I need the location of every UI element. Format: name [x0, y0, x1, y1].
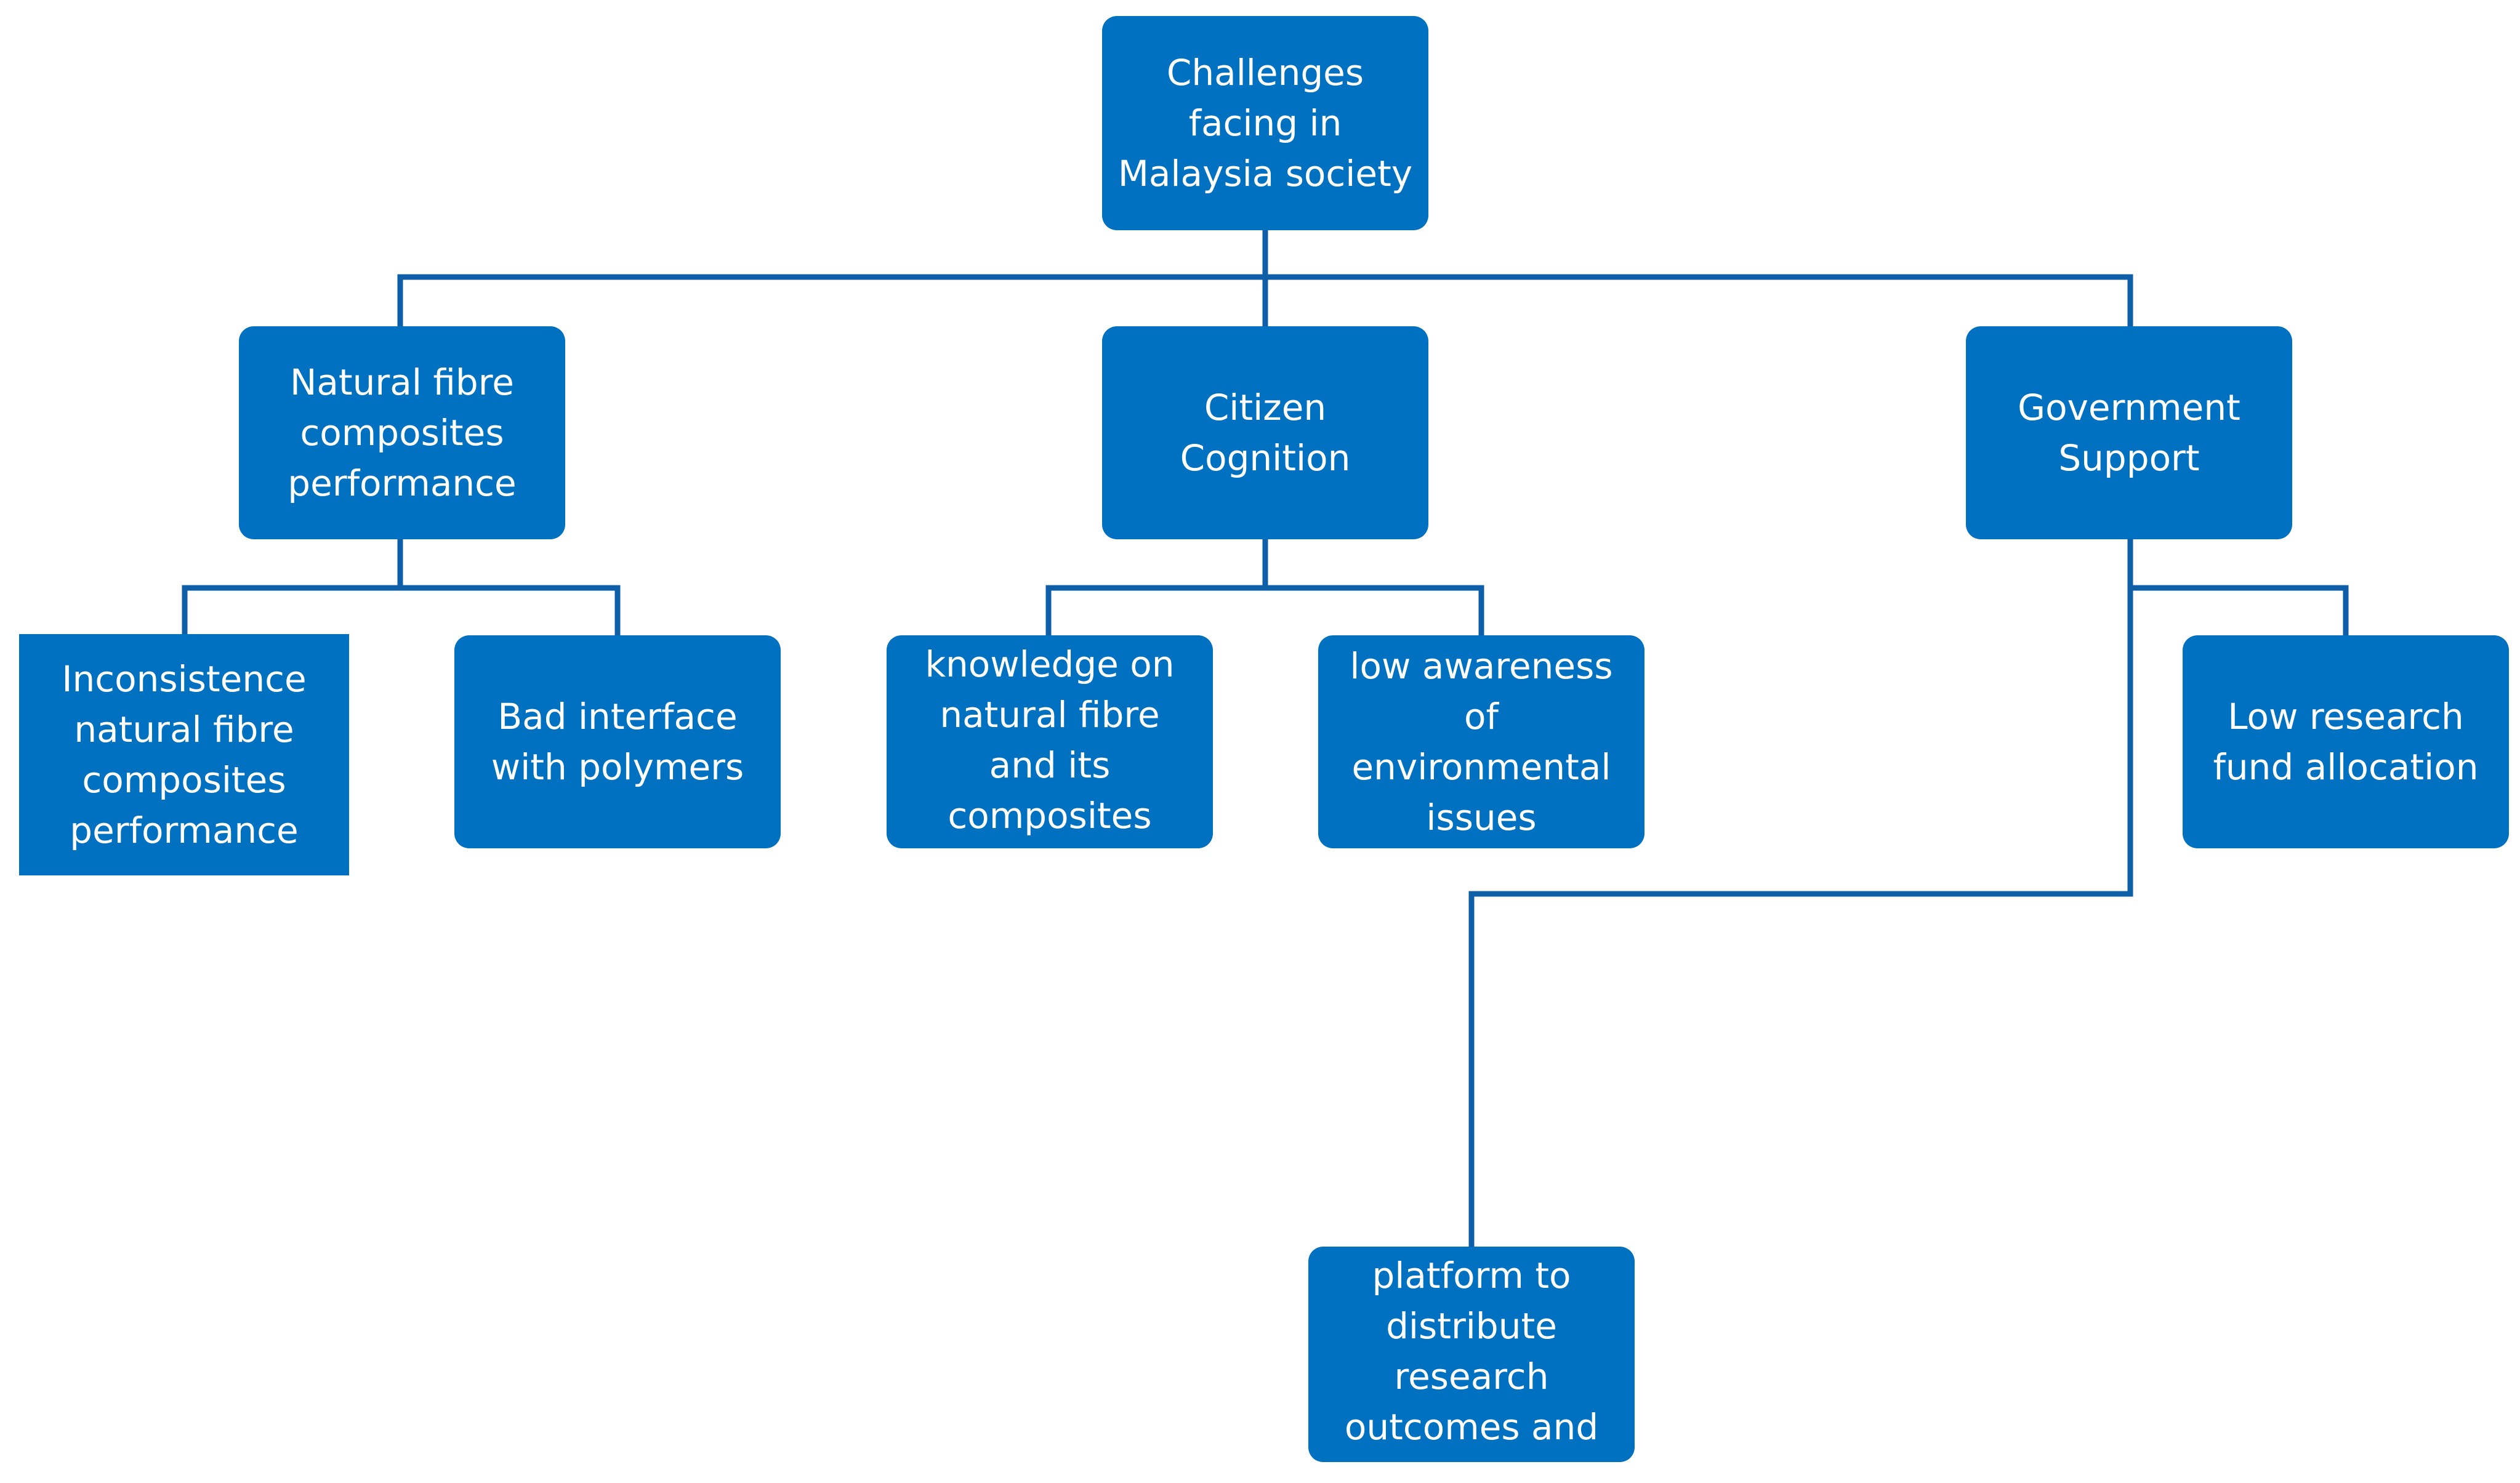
node-low-research-fund-label: Low research fund allocation [2213, 696, 2479, 788]
node-low-research-fund: Low research fund allocation [2183, 635, 2509, 848]
node-citizen-cognition-label: Citizen Cognition [1180, 387, 1351, 479]
node-government-support: Government Support [1966, 326, 2292, 539]
node-inconsistence-performance: Inconsistence natural fibre composites p… [19, 634, 349, 875]
node-government-support-label: Government Support [2018, 387, 2240, 479]
node-natural-fibre-performance: Natural fibre composites performance [239, 326, 565, 539]
connector-to-platform [1468, 891, 2133, 1250]
node-natural-fibre-performance-label: Natural fibre composites performance [288, 361, 517, 504]
node-knowledge: knowledge on natural fibre and its compo… [887, 635, 1213, 848]
node-platform-research-outcomes-label: platform to distribute research outcomes… [1344, 1255, 1599, 1448]
node-bad-interface: Bad interface with polymers [454, 635, 781, 848]
node-root: Challenges facing in Malaysia society [1102, 16, 1428, 230]
node-platform-research-outcomes: platform to distribute research outcomes… [1308, 1247, 1635, 1462]
node-inconsistence-performance-label: Inconsistence natural fibre composites p… [62, 658, 307, 851]
node-bad-interface-label: Bad interface with polymers [491, 696, 744, 788]
node-low-awareness-label: low awareness of environmental issues [1350, 645, 1613, 838]
node-knowledge-label: knowledge on natural fibre and its compo… [925, 643, 1175, 837]
node-low-awareness: low awareness of environmental issues [1318, 635, 1644, 848]
node-citizen-cognition: Citizen Cognition [1102, 326, 1428, 539]
node-root-label: Challenges facing in Malaysia society [1117, 52, 1413, 195]
